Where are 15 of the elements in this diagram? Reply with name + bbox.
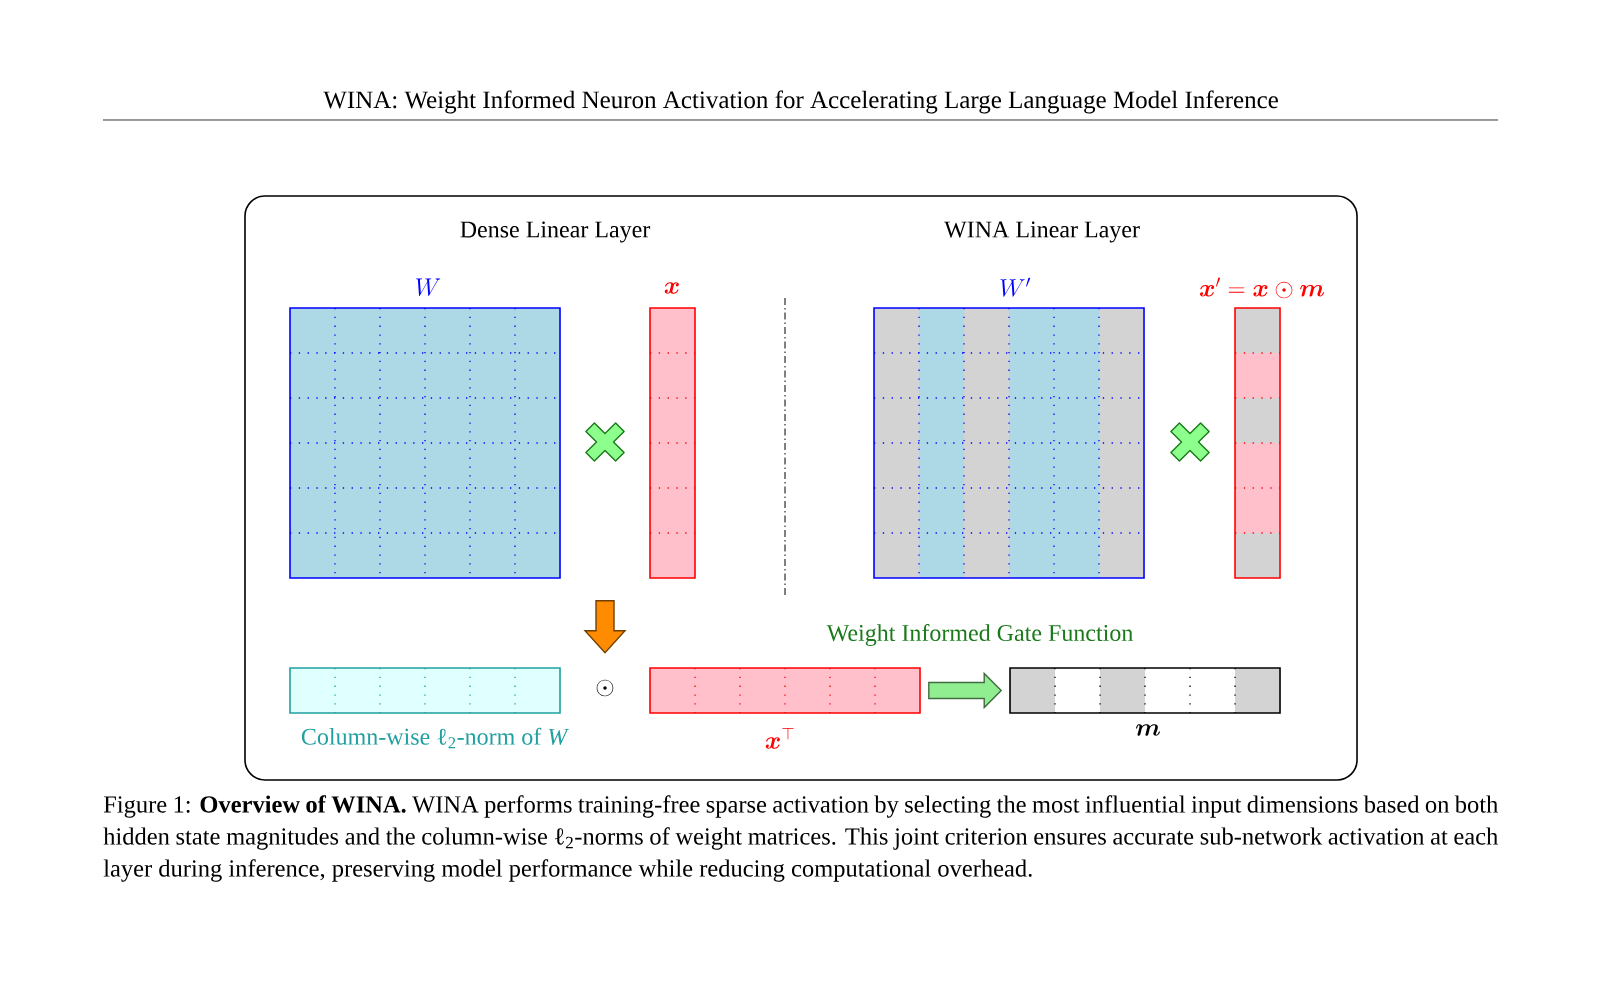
- hadamard-operator: $\odot$: [596, 679, 614, 697]
- vector-label: $\boldsymbol{x}$: [664, 282, 679, 294]
- block-arrow: [583, 600, 627, 654]
- vector-label: $\boldsymbol{m}$: [1135, 724, 1160, 736]
- running-header: WINA: Weight Informed Neuron Activation for Accelerating Large Language Model Inference: [323, 90, 1278, 114]
- section-heading: Dense Linear Layer: [460, 221, 651, 243]
- vector-label: $W$: [416, 278, 441, 296]
- block-arrow: [928, 671, 1003, 710]
- edge-label: Weight Informed Gate Function: [824, 621, 1136, 649]
- figure-caption: Figure 1: Overview of WINA. WINA performs training-free sparse activation by selecting the most influential input dimensions based on both hidden state magnitudes and the column-wise ℓ$_{2}$-norms of weight matrices. This joint criterion ensures accurate sub-network activation at each layer during inference, preserving model performance while reducing computational overhead.: [103, 795, 1498, 882]
- section-heading: WINA Linear Layer: [944, 221, 1140, 243]
- vector-label: $\boldsymbol{x}^\top$: [765, 727, 794, 749]
- vector-label: $\boldsymbol{x}' = \boldsymbol{x} \odot \boldsymbol{m}$: [1200, 277, 1325, 299]
- vector-label: $W'$: [1000, 277, 1031, 297]
- vector-label: Column-wise ℓ$_{2}$-norm of W: [301, 727, 570, 749]
